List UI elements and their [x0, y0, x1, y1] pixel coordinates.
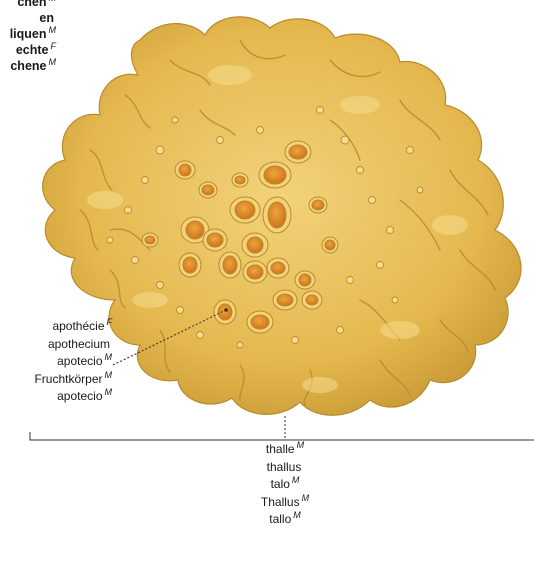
label-line: thallus [235, 459, 335, 477]
label-line: apothecium [0, 336, 112, 354]
title-line: en [0, 10, 56, 26]
title-line: chenM [0, 0, 56, 10]
thallus-bracket [30, 432, 534, 440]
apothecium-leader-dot [224, 308, 228, 312]
